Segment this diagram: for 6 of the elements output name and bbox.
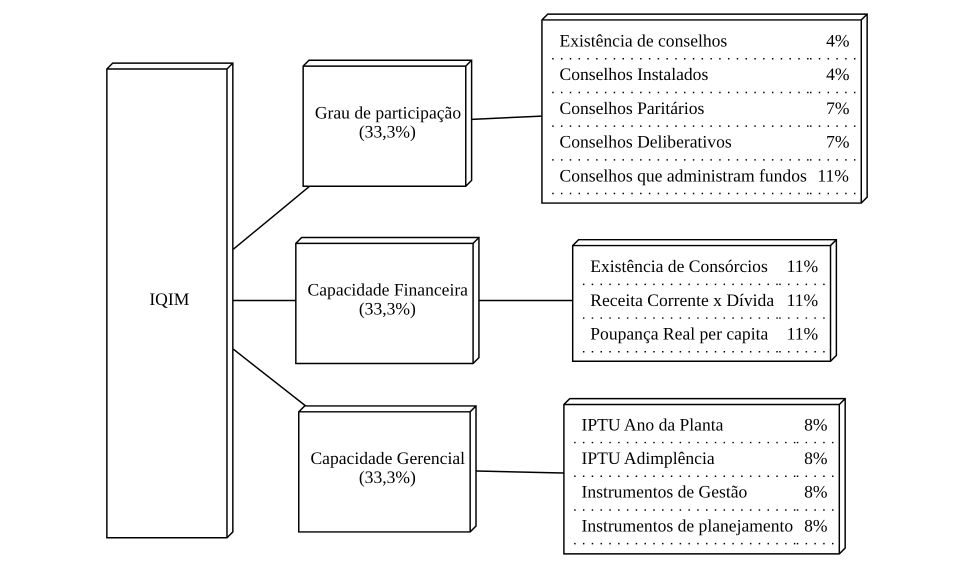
connector xyxy=(232,348,306,406)
connector xyxy=(476,470,564,474)
connector xyxy=(471,115,542,120)
connector xyxy=(232,300,296,302)
connector xyxy=(232,186,310,250)
connector xyxy=(478,300,572,302)
